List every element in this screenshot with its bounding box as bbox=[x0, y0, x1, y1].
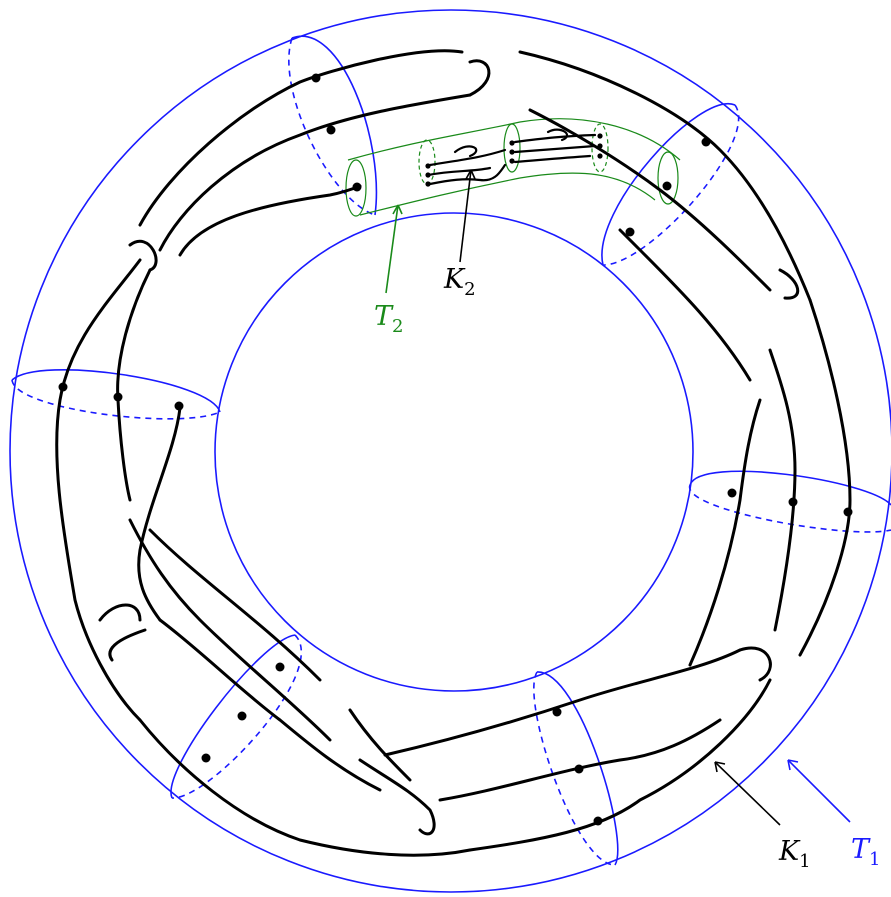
k1-point bbox=[174, 401, 184, 411]
k1-strand bbox=[438, 718, 722, 802]
arrow-t1 bbox=[787, 759, 851, 823]
t2-meridian-4 bbox=[591, 123, 609, 173]
k1-marked-points bbox=[58, 73, 853, 826]
t1-inner-boundary bbox=[214, 212, 694, 692]
k2-strand bbox=[546, 128, 569, 142]
k1-strand bbox=[618, 228, 752, 382]
k2-point bbox=[425, 163, 431, 169]
k1-point bbox=[311, 73, 321, 83]
k1-point bbox=[727, 488, 737, 498]
k1-point bbox=[58, 382, 68, 392]
k1-point bbox=[625, 227, 635, 237]
k2-point bbox=[509, 158, 515, 164]
t1-meridian-top bbox=[288, 35, 378, 216]
k1-strand bbox=[178, 184, 362, 257]
k2-point bbox=[597, 143, 603, 149]
k1-strand bbox=[468, 678, 772, 852]
k1-strand bbox=[138, 718, 472, 857]
k1-point bbox=[843, 507, 853, 517]
t1-meridian-bottom-right bbox=[533, 671, 619, 866]
k1-strand bbox=[108, 628, 147, 662]
arrow-k2 bbox=[459, 169, 476, 263]
k1-strand bbox=[128, 518, 332, 742]
t2-meridian-3 bbox=[503, 123, 521, 173]
k1-strand bbox=[148, 528, 322, 682]
k1-strand bbox=[137, 406, 182, 622]
k1-point bbox=[326, 125, 336, 135]
k1-strand bbox=[138, 49, 464, 227]
k1-point bbox=[701, 137, 711, 147]
k1-point bbox=[662, 181, 672, 191]
t2-tube-lower-edge bbox=[359, 172, 656, 216]
solid-torus-t2 bbox=[345, 118, 681, 217]
k1-strand bbox=[798, 298, 852, 657]
k1-point bbox=[574, 764, 584, 774]
k1-strand bbox=[116, 268, 152, 502]
k2-point bbox=[425, 181, 431, 187]
k1-strand bbox=[348, 708, 412, 782]
k1-point bbox=[201, 753, 211, 763]
k1-strand bbox=[128, 240, 158, 272]
t1-meridian-left bbox=[11, 369, 221, 420]
k2-strand bbox=[513, 133, 597, 144]
label-k1: K1 bbox=[778, 836, 811, 872]
k2-point bbox=[597, 133, 603, 139]
k1-strand bbox=[383, 648, 742, 757]
knot-k1 bbox=[55, 49, 853, 857]
k1-point bbox=[352, 182, 362, 192]
knot-k2 bbox=[425, 128, 603, 187]
t2-meridian-1 bbox=[345, 159, 367, 217]
k2-point bbox=[425, 172, 431, 178]
t2-tube-upper-edge bbox=[347, 118, 681, 161]
k1-point bbox=[788, 497, 798, 507]
k2-strand bbox=[513, 154, 592, 164]
k2-strand bbox=[428, 163, 507, 186]
k2-point bbox=[597, 153, 603, 159]
k2-point bbox=[509, 140, 515, 146]
k1-strand bbox=[158, 93, 472, 252]
k1-strand bbox=[768, 348, 797, 632]
k2-strand bbox=[453, 145, 478, 158]
k1-strand bbox=[468, 59, 491, 97]
k1-point bbox=[552, 707, 562, 717]
label-t2: T2 bbox=[374, 301, 403, 337]
k1-strand bbox=[358, 758, 436, 836]
k1-strand bbox=[688, 398, 762, 667]
k2-strand bbox=[426, 166, 492, 177]
t1-meridian-top-right bbox=[601, 102, 740, 266]
label-k2: K2 bbox=[443, 264, 476, 300]
arrow-k1 bbox=[714, 761, 781, 826]
t2-meridian-5 bbox=[657, 151, 679, 205]
k2-marked-points bbox=[425, 133, 603, 187]
k1-point bbox=[275, 662, 285, 672]
k1-strand bbox=[55, 258, 142, 722]
k1-point bbox=[237, 711, 247, 721]
k1-strand bbox=[778, 268, 799, 300]
k1-strand bbox=[518, 50, 812, 302]
t1-outer-boundary bbox=[9, 9, 891, 893]
t1-meridian-right bbox=[689, 470, 891, 533]
k1-strand bbox=[738, 646, 772, 682]
k1-strand bbox=[158, 618, 382, 792]
label-t1: T1 bbox=[851, 834, 880, 870]
annotation-arrows bbox=[385, 169, 851, 826]
k1-strand bbox=[528, 108, 772, 292]
k1-point bbox=[113, 392, 123, 402]
k2-point bbox=[509, 149, 515, 155]
k1-point bbox=[593, 816, 603, 826]
k2-strand bbox=[428, 148, 507, 167]
k2-strand bbox=[513, 144, 597, 154]
arrow-t2 bbox=[385, 204, 403, 294]
k1-strand bbox=[98, 603, 142, 622]
solid-torus-t1 bbox=[9, 9, 891, 893]
